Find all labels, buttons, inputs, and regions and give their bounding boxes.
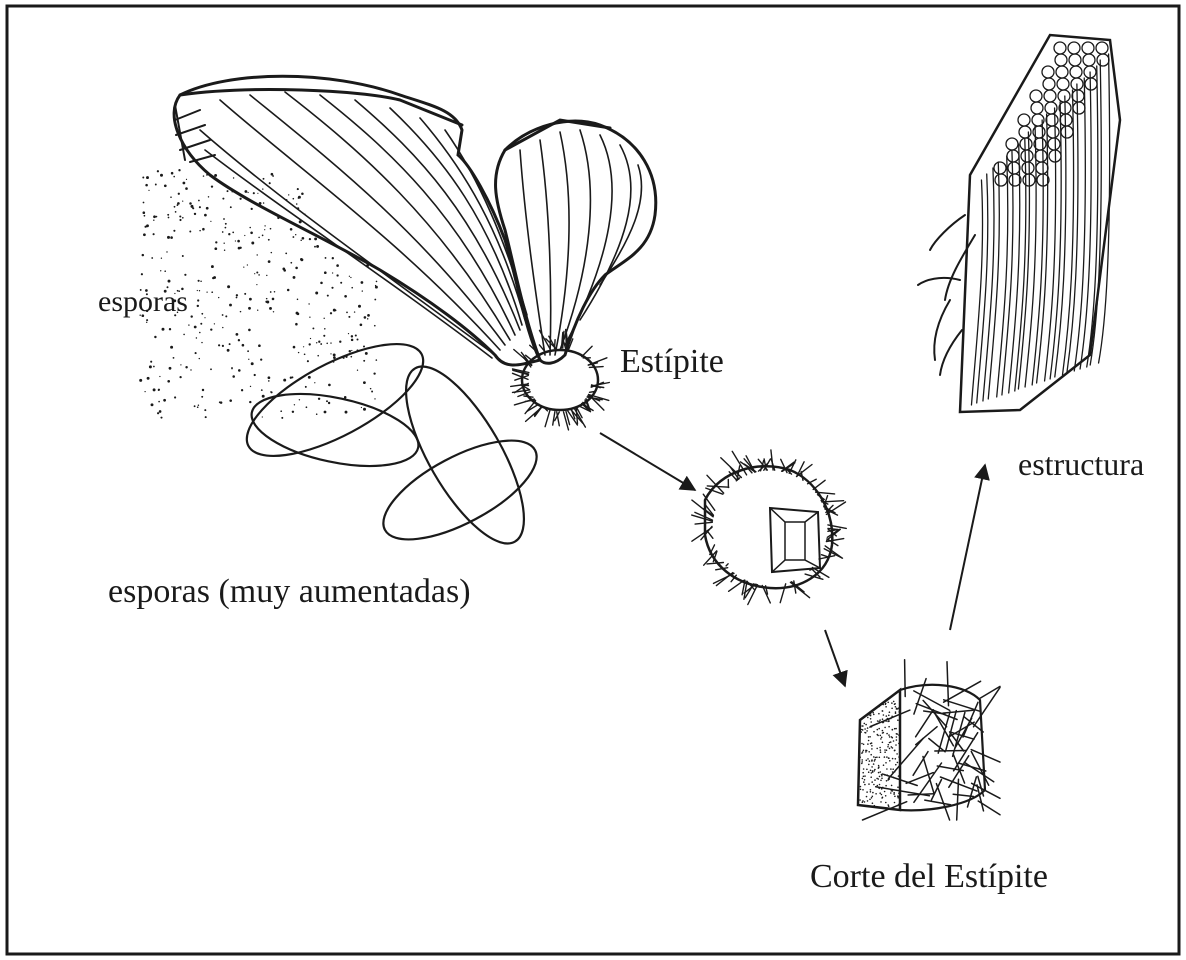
left-lobe-outline — [174, 76, 540, 365]
label-estructura: estructura — [1018, 448, 1144, 480]
stipe-hairs — [511, 329, 610, 430]
right-lobe-rim — [505, 120, 610, 150]
label-esporas-aumentadas: esporas (muy aumentadas) — [108, 575, 471, 609]
label-esporas: esporas — [98, 287, 188, 317]
left-lobe-gills — [200, 92, 527, 358]
stipe-cross-section — [858, 660, 1000, 820]
enlarged-spores — [232, 322, 551, 559]
tissue-structure — [918, 35, 1120, 412]
label-estipite: Estípite — [620, 345, 724, 379]
label-corte-estipite: Corte del Estípite — [810, 860, 1048, 894]
stipe-detail — [692, 450, 847, 605]
right-lobe-gills — [520, 130, 642, 355]
fruiting-body — [174, 76, 656, 430]
